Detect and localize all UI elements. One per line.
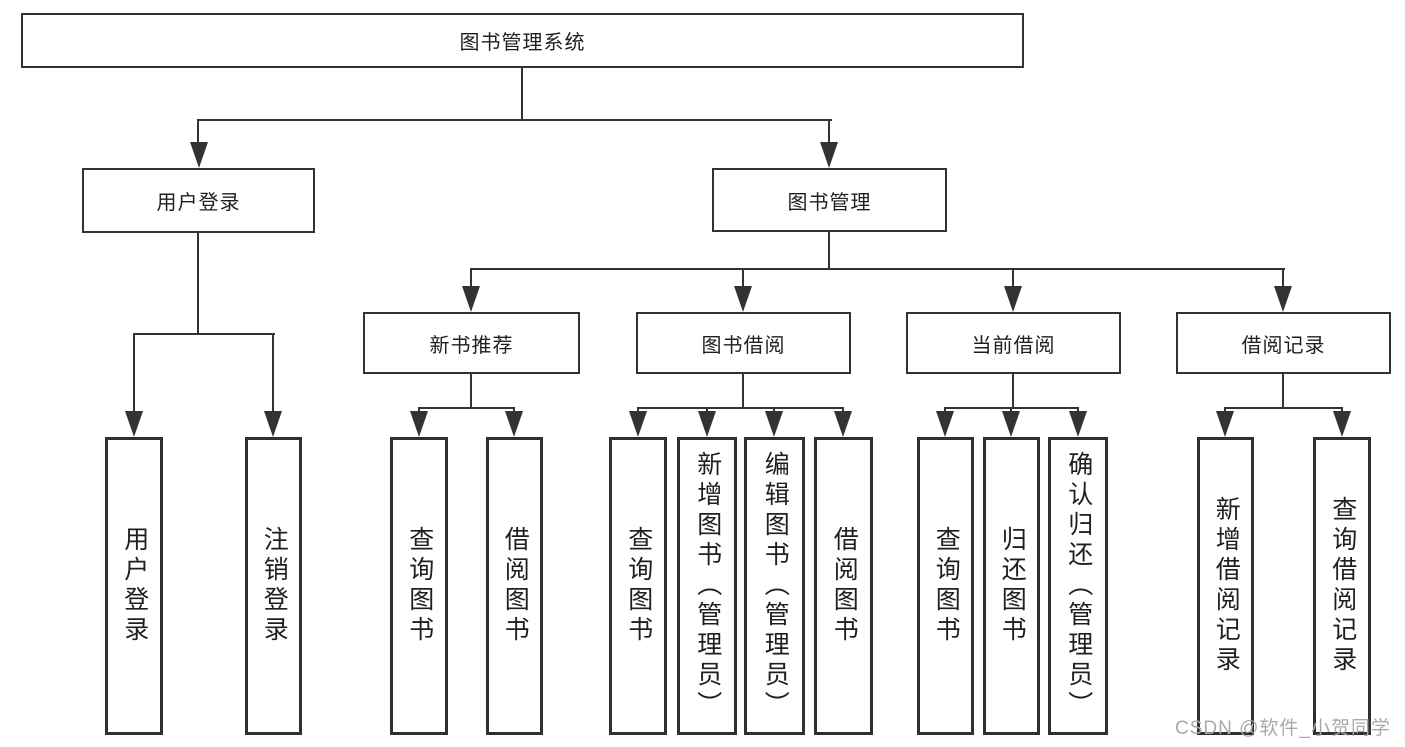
leaf-borrow-borrow-books-label: 借阅图书 <box>830 526 859 646</box>
leaf-borrow-query-books: 查询图书 <box>609 437 667 735</box>
connector-line <box>637 407 844 409</box>
leaf-current-return-books: 归还图书 <box>983 437 1040 735</box>
leaf-borrow-edit-books-admin-label: 编辑图书（管理员） <box>761 451 790 721</box>
arrowhead-down-icon <box>1274 286 1292 312</box>
node-new-book-rec-label: 新书推荐 <box>429 334 514 357</box>
connector-line <box>828 232 830 270</box>
arrowhead-down-icon <box>1069 411 1087 437</box>
node-borrow-record: 借阅记录 <box>1176 312 1391 374</box>
leaf-logout-label: 注销登录 <box>260 526 289 646</box>
connector-line <box>197 119 832 121</box>
leaf-current-query-books-label: 查询图书 <box>932 526 961 646</box>
connector-line <box>1282 374 1284 409</box>
node-user-login: 用户登录 <box>82 168 315 233</box>
arrowhead-down-icon <box>1002 411 1020 437</box>
arrowhead-down-icon <box>1216 411 1234 437</box>
connector-line <box>742 374 744 409</box>
connector-line <box>272 333 274 413</box>
connector-line <box>470 268 472 288</box>
connector-line <box>470 374 472 409</box>
arrowhead-down-icon <box>1333 411 1351 437</box>
leaf-current-return-books-label: 归还图书 <box>998 526 1027 646</box>
arrowhead-down-icon <box>1004 286 1022 312</box>
arrowhead-down-icon <box>462 286 480 312</box>
node-book-mgmt: 图书管理 <box>712 168 947 232</box>
connector-line <box>1224 407 1343 409</box>
arrowhead-down-icon <box>264 411 282 437</box>
arrowhead-down-icon <box>734 286 752 312</box>
node-root: 图书管理系统 <box>21 13 1024 68</box>
connector-line <box>470 268 1285 270</box>
connector-line <box>133 333 275 335</box>
connector-line <box>1012 374 1014 409</box>
leaf-record-query-record-label: 查询借阅记录 <box>1328 496 1357 676</box>
leaf-user-login-label: 用户登录 <box>120 526 149 646</box>
arrowhead-down-icon <box>820 142 838 168</box>
leaf-current-query-books: 查询图书 <box>917 437 974 735</box>
leaf-record-add-record-label: 新增借阅记录 <box>1212 496 1241 676</box>
arrowhead-down-icon <box>629 411 647 437</box>
connector-line <box>742 268 744 288</box>
node-book-mgmt-label: 图书管理 <box>787 191 872 214</box>
connector-line <box>521 68 523 121</box>
leaf-newrec-query-books: 查询图书 <box>390 437 448 735</box>
node-root-label: 图书管理系统 <box>459 32 586 54</box>
leaf-current-confirm-return-admin-label: 确认归还（管理员） <box>1064 451 1093 721</box>
leaf-newrec-borrow-books: 借阅图书 <box>486 437 543 735</box>
leaf-record-query-record: 查询借阅记录 <box>1313 437 1371 735</box>
node-current-borrow: 当前借阅 <box>906 312 1121 374</box>
connector-line <box>197 233 199 335</box>
arrowhead-down-icon <box>834 411 852 437</box>
leaf-borrow-add-books-admin-label: 新增图书（管理员） <box>693 451 722 721</box>
csdn-watermark: CSDN @软件_小贺同学 <box>1175 718 1391 739</box>
node-book-borrow: 图书借阅 <box>636 312 851 374</box>
leaf-record-add-record: 新增借阅记录 <box>1197 437 1254 735</box>
arrowhead-down-icon <box>505 411 523 437</box>
node-new-book-rec: 新书推荐 <box>363 312 580 374</box>
connector-line <box>418 407 515 409</box>
connector-line <box>1012 268 1014 288</box>
leaf-newrec-query-books-label: 查询图书 <box>405 526 434 646</box>
node-borrow-record-label: 借阅记录 <box>1241 334 1326 357</box>
leaf-borrow-borrow-books: 借阅图书 <box>814 437 873 735</box>
connector-line <box>133 333 135 413</box>
arrowhead-down-icon <box>698 411 716 437</box>
arrowhead-down-icon <box>125 411 143 437</box>
connector-line <box>1282 268 1284 288</box>
leaf-current-confirm-return-admin: 确认归还（管理员） <box>1048 437 1108 735</box>
leaf-logout: 注销登录 <box>245 437 302 735</box>
arrowhead-down-icon <box>765 411 783 437</box>
arrowhead-down-icon <box>410 411 428 437</box>
arrowhead-down-icon <box>936 411 954 437</box>
node-user-login-label: 用户登录 <box>156 192 241 214</box>
connector-line <box>828 119 830 146</box>
leaf-borrow-edit-books-admin: 编辑图书（管理员） <box>744 437 805 735</box>
leaf-user-login: 用户登录 <box>105 437 163 735</box>
connector-line <box>197 119 199 146</box>
node-book-borrow-label: 图书借阅 <box>701 334 786 357</box>
arrowhead-down-icon <box>190 142 208 168</box>
leaf-borrow-add-books-admin: 新增图书（管理员） <box>677 437 737 735</box>
node-current-borrow-label: 当前借阅 <box>971 334 1056 357</box>
leaf-borrow-query-books-label: 查询图书 <box>624 526 653 646</box>
leaf-newrec-borrow-books-label: 借阅图书 <box>501 526 530 646</box>
